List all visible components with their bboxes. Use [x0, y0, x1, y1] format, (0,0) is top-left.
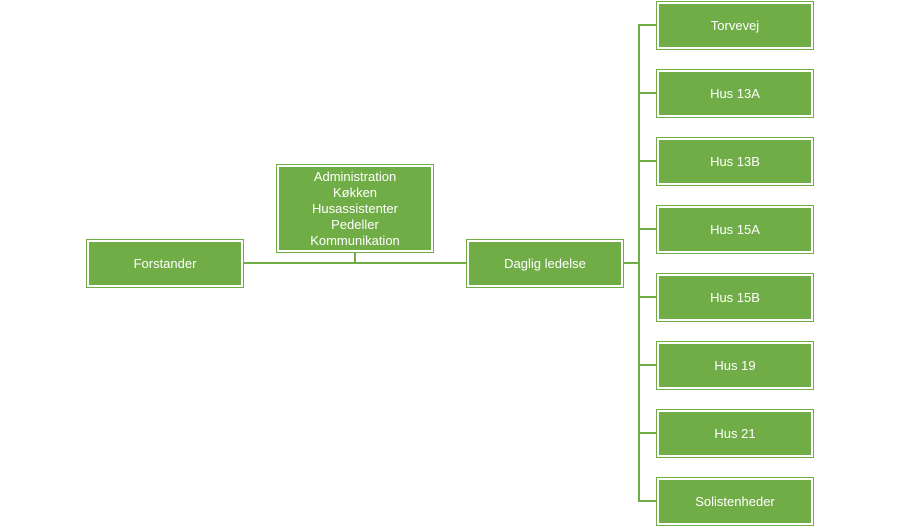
staff-item-kommunikation: Kommunikation	[310, 232, 400, 248]
node-unit-solistenheder: Solistenheder	[656, 477, 814, 526]
node-unit-hus-13a: Hus 13A	[656, 69, 814, 118]
node-unit-torvevej: Torvevej	[656, 1, 814, 50]
node-unit-hus-15b: Hus 15B	[656, 273, 814, 322]
staff-item-kokken: Køkken	[332, 184, 378, 200]
connector-unit-7	[638, 500, 657, 502]
staff-item-administration: Administration	[313, 168, 397, 184]
node-forstander: Forstander	[86, 239, 244, 288]
connector-unit-1	[638, 92, 657, 94]
node-staff-functions: Administration Køkken Husassistenter Ped…	[276, 164, 434, 253]
node-unit-hus-19: Hus 19	[656, 341, 814, 390]
connector-unit-3	[638, 228, 657, 230]
connector-daglig-bus	[623, 262, 640, 264]
connector-unit-2	[638, 160, 657, 162]
connector-forstander-daglig	[243, 262, 467, 264]
connector-unit-0	[638, 24, 657, 26]
staff-item-husassistenter: Husassistenter	[312, 200, 398, 216]
node-unit-hus-15a: Hus 15A	[656, 205, 814, 254]
connector-unit-6	[638, 432, 657, 434]
connector-unit-4	[638, 296, 657, 298]
connector-staff	[354, 252, 356, 263]
connector-unit-5	[638, 364, 657, 366]
node-daglig-ledelse: Daglig ledelse	[466, 239, 624, 288]
node-unit-hus-13b: Hus 13B	[656, 137, 814, 186]
connector-units-bus	[638, 24, 640, 502]
node-unit-hus-21: Hus 21	[656, 409, 814, 458]
staff-item-pedeller: Pedeller	[331, 216, 379, 232]
